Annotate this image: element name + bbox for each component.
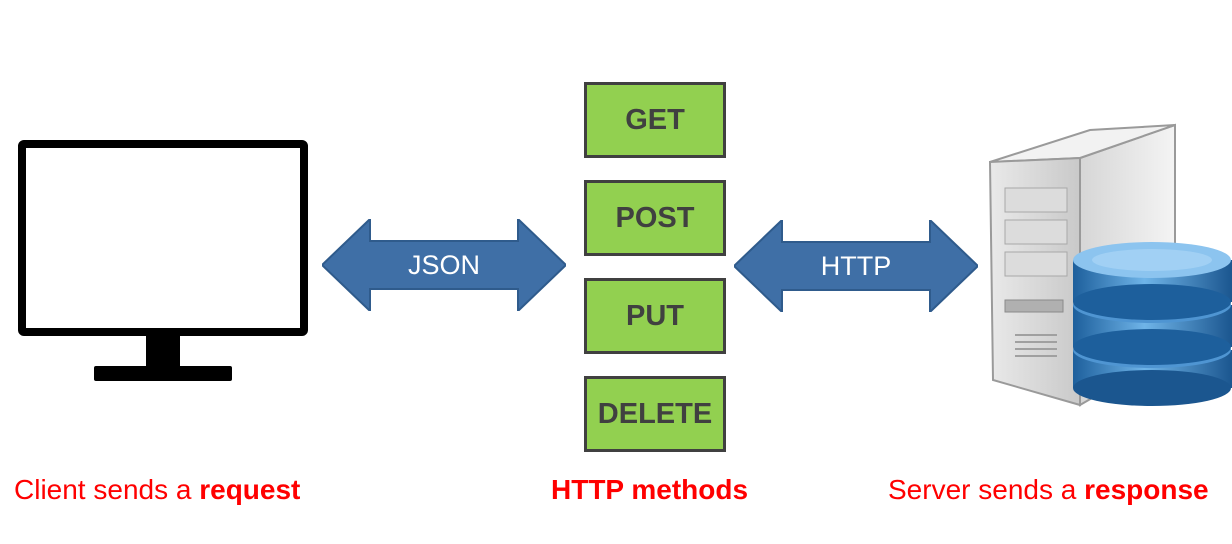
client-caption-bold: request bbox=[199, 474, 301, 505]
json-double-arrow bbox=[322, 219, 566, 311]
http-double-arrow bbox=[734, 220, 978, 312]
method-post: POST bbox=[584, 180, 726, 256]
client-caption: Client sends a request bbox=[14, 473, 300, 507]
server-caption-text: Server sends a bbox=[888, 474, 1085, 505]
methods-caption-text: HTTP methods bbox=[551, 474, 749, 505]
http-label: HTTP bbox=[820, 251, 892, 281]
method-get: GET bbox=[584, 82, 726, 158]
client-caption-text: Client sends a bbox=[14, 474, 200, 505]
server-caption: Server sends a response bbox=[888, 473, 1209, 507]
monitor-icon bbox=[18, 140, 308, 381]
database-icon bbox=[1073, 242, 1232, 406]
methods-caption: HTTP methods bbox=[551, 473, 748, 507]
json-label: JSON bbox=[407, 250, 480, 280]
server-icon bbox=[988, 123, 1232, 407]
method-put: PUT bbox=[584, 278, 726, 354]
method-delete: DELETE bbox=[584, 376, 726, 452]
server-caption-bold: response bbox=[1084, 474, 1209, 505]
